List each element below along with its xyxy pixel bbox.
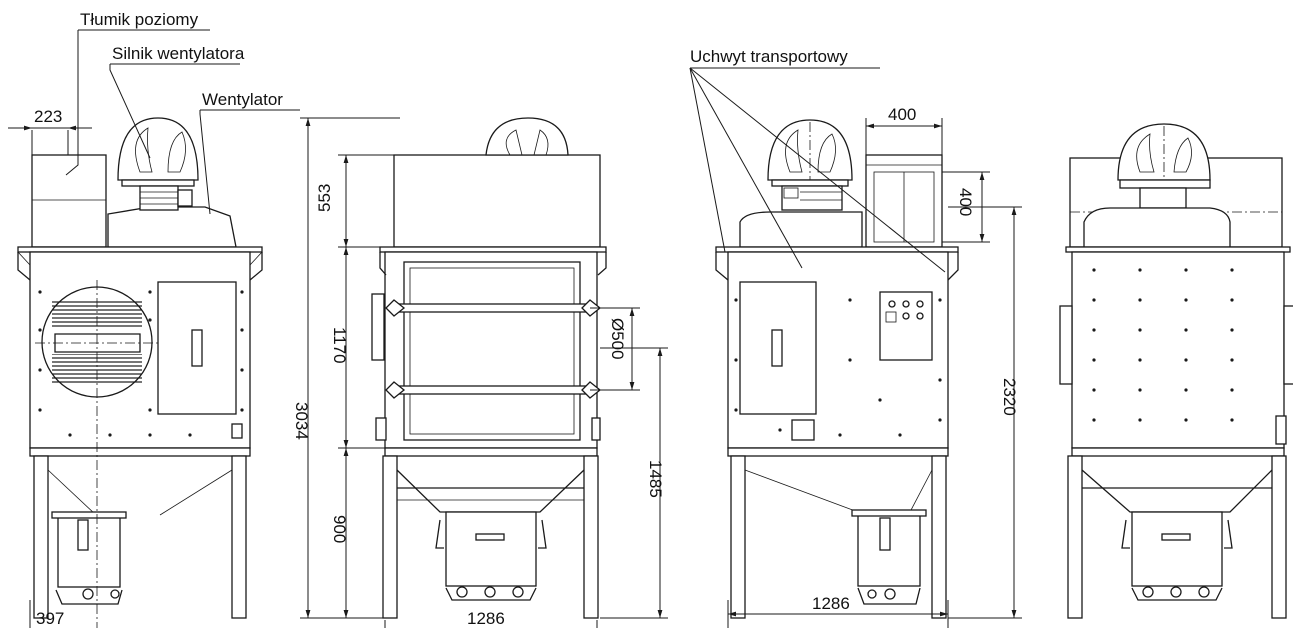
dim-1170: 1170 [330, 327, 349, 364]
dim-400-width: 400 [888, 105, 916, 124]
dim-223: 223 [34, 107, 62, 126]
dim-900: 900 [330, 515, 349, 543]
view-rear [1059, 123, 1293, 619]
view-side-left [17, 117, 263, 628]
text-labels: Tłumik poziomy Silnik wentylatora Wentyl… [34, 10, 1019, 628]
leader-lines [65, 29, 946, 273]
view-front-door [371, 117, 607, 619]
dim-diameter-500: Ø500 [608, 318, 627, 360]
dimension-lines [8, 117, 1022, 628]
dim-553: 553 [315, 184, 334, 212]
dim-2320: 2320 [1000, 378, 1019, 416]
label-transport-handle: Uchwyt transportowy [690, 47, 848, 66]
dim-1286-side: 1286 [812, 594, 850, 613]
label-silencer: Tłumik poziomy [80, 10, 199, 29]
view-side-right [715, 119, 959, 619]
dim-397: 397 [36, 609, 64, 628]
label-fan: Wentylator [202, 90, 283, 109]
dim-400-height: 400 [956, 188, 975, 216]
dim-3034: 3034 [292, 402, 311, 440]
dim-1485: 1485 [646, 460, 665, 498]
dim-1286-front: 1286 [467, 609, 505, 628]
label-fan-motor: Silnik wentylatora [112, 44, 245, 63]
